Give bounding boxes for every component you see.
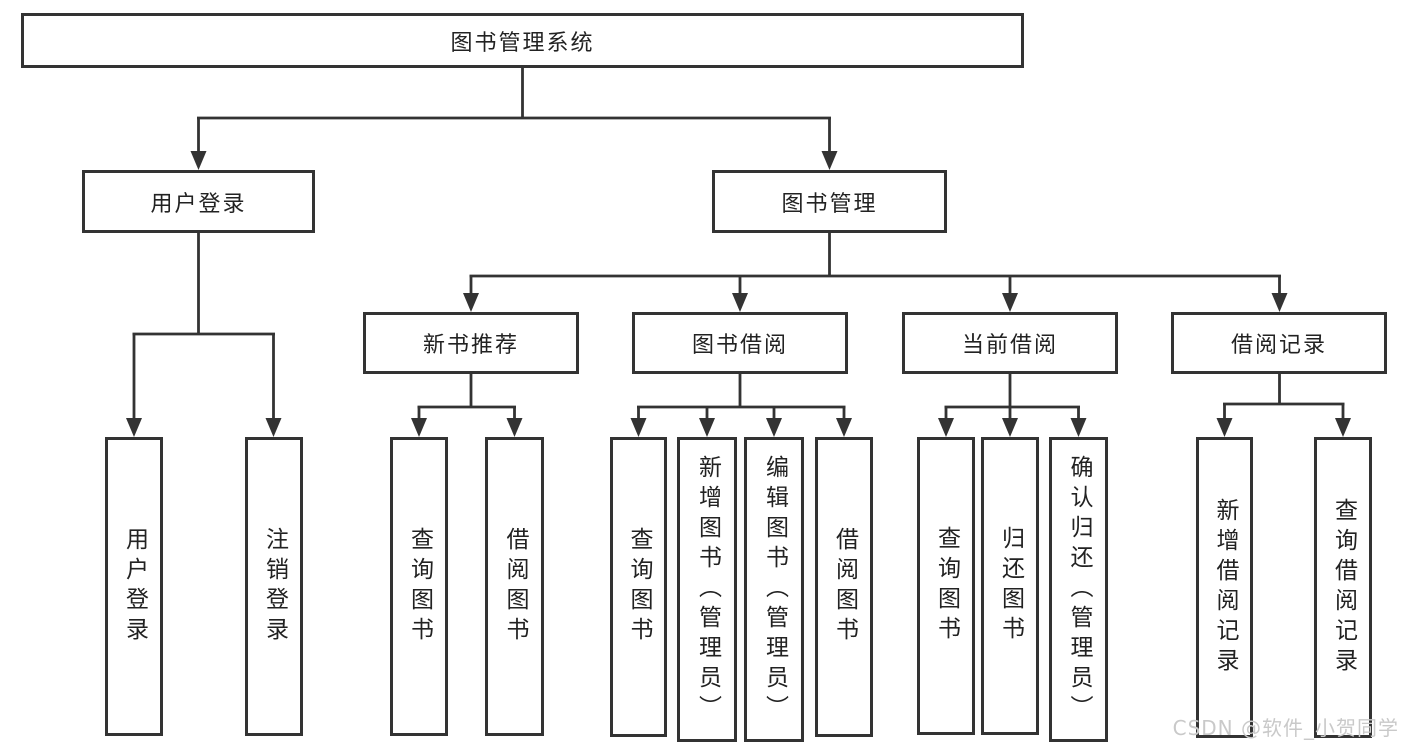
node-current-borrow: 当前借阅 [902, 312, 1118, 374]
node-new-book-recommend-label: 新书推荐 [422, 333, 519, 358]
leaf-nb-borrow-books: 借阅图书 [485, 437, 544, 736]
leaf-bb-query-books-label: 查询图书 [626, 527, 652, 647]
node-root: 图书管理系统 [21, 13, 1024, 68]
leaf-bb-add-books-label: 新增图书（管理员） [694, 454, 721, 725]
leaf-logout-label: 注销登录 [261, 526, 288, 647]
node-new-book-recommend: 新书推荐 [363, 312, 579, 374]
leaf-br-query-record-label: 查询借阅记录 [1330, 497, 1357, 678]
leaf-cb-return-books-label: 归还图书 [997, 526, 1024, 646]
leaf-nb-query-books-label: 查询图书 [406, 526, 433, 647]
node-current-borrow-label: 当前借阅 [961, 333, 1058, 358]
node-book-management: 图书管理 [712, 170, 947, 233]
leaf-nb-query-books: 查询图书 [390, 437, 448, 736]
node-borrow-records: 借阅记录 [1171, 312, 1387, 374]
leaf-cb-confirm-return: 确认归还（管理员） [1049, 437, 1108, 742]
node-book-management-label: 图书管理 [781, 191, 878, 217]
leaf-user-login: 用户登录 [105, 437, 163, 736]
leaf-br-add-record-label: 新增借阅记录 [1212, 497, 1238, 678]
leaf-bb-add-books: 新增图书（管理员） [677, 437, 737, 742]
node-user-login-group-label: 用户登录 [150, 191, 247, 217]
node-book-borrow: 图书借阅 [632, 312, 848, 374]
leaf-user-login-label: 用户登录 [121, 526, 148, 647]
leaf-cb-query-books-label: 查询图书 [933, 526, 960, 646]
node-book-borrow-label: 图书借阅 [691, 333, 788, 358]
csdn-watermark: CSDN @软件_小贺同学 [1172, 716, 1399, 740]
leaf-nb-borrow-books-label: 借阅图书 [502, 526, 528, 647]
leaf-cb-query-books: 查询图书 [917, 437, 975, 735]
leaf-br-query-record: 查询借阅记录 [1314, 437, 1372, 738]
leaf-bb-query-books: 查询图书 [610, 437, 667, 737]
node-borrow-records-label: 借阅记录 [1230, 333, 1327, 358]
leaf-br-add-record: 新增借阅记录 [1196, 437, 1253, 738]
node-user-login-group: 用户登录 [82, 170, 315, 233]
leaf-logout: 注销登录 [245, 437, 303, 736]
leaf-bb-borrow-books-label: 借阅图书 [831, 527, 858, 647]
leaf-cb-return-books: 归还图书 [981, 437, 1039, 735]
leaf-cb-confirm-return-label: 确认归还（管理员） [1066, 454, 1092, 725]
leaf-bb-edit-books: 编辑图书（管理员） [744, 437, 804, 742]
leaf-bb-borrow-books: 借阅图书 [815, 437, 873, 737]
node-root-label: 图书管理系统 [450, 30, 595, 56]
leaf-bb-edit-books-label: 编辑图书（管理员） [761, 454, 788, 725]
